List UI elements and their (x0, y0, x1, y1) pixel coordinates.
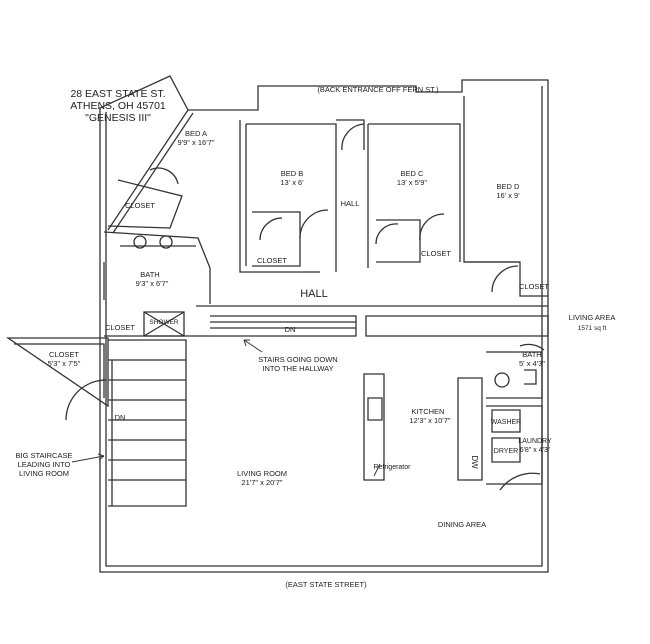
living-area-label: LIVING AREA (569, 313, 616, 322)
building-name: "GENESIS III" (85, 112, 151, 124)
address-line-1: 28 EAST STATE ST. (70, 88, 166, 100)
kitchen-name: KITCHEN (412, 407, 445, 416)
bed-a-name: BED A (185, 129, 207, 138)
closet-big-dims: 5'3" x 7'5" (48, 359, 81, 368)
refrigerator-arrow (373, 463, 381, 477)
bed-a-dims: 9'9" x 16'7" (178, 138, 215, 147)
refrigerator-label: Refrigerator (374, 464, 412, 471)
big-stairs-dn: DN (115, 413, 126, 422)
big-staircase (108, 339, 187, 507)
living-area-sqft: 1571 sq ft (578, 325, 607, 332)
bed-d-name: BED D (497, 182, 521, 191)
big-stair-1: BIG STAIRCASE (16, 451, 73, 460)
hall-main-label: HALL (300, 288, 328, 300)
laundry-dims: 6'8" x 4'3" (520, 447, 551, 454)
bath-small-name: BATH (522, 350, 541, 359)
big-stairs-arrow (71, 453, 105, 463)
bath-main-dims: 9'3" x 6'7" (136, 279, 169, 288)
bed-d-dims: 16' x 9' (496, 191, 520, 200)
bed-b-walls (246, 123, 337, 272)
bath-main-name: BATH (140, 270, 159, 279)
closet-bath-label: CLOSET (105, 323, 135, 332)
closet-d-label: CLOSET (519, 282, 549, 291)
dryer-label: DRYER (494, 448, 518, 455)
back-entrance-label: (BACK ENTRANCE OFF FERN ST.) (317, 85, 439, 94)
bath-main-walls (103, 231, 211, 304)
closet-a-walls (107, 179, 183, 229)
plan-header: 28 EAST STATE ST. ATHENS, OH 45701 "GENE… (58, 88, 178, 124)
bath-small-dims: 5' x 4'3" (519, 359, 545, 368)
bed-a-diag-wall (107, 109, 189, 231)
stairs-arrow (243, 339, 263, 353)
stairs-dn: DN (285, 325, 296, 334)
bed-c-dims: 13' x 5'9" (397, 178, 427, 187)
closet-c-label: CLOSET (421, 249, 451, 258)
dining-label: DINING AREA (438, 520, 486, 529)
washer-label: WASHER (491, 419, 521, 426)
shower-label: SHOWER (149, 319, 179, 326)
big-stair-2: LEADING INTO (18, 460, 71, 469)
closet-big-walls (5, 337, 109, 408)
living-name: LIVING ROOM (237, 469, 287, 478)
bed-c-walls (368, 123, 461, 262)
street-label: (EAST STATE STREET) (285, 580, 367, 589)
living-dims: 21'7" x 20'7" (241, 478, 282, 487)
hall-small-label: HALL (341, 199, 360, 208)
bed-b-name: BED B (281, 169, 304, 178)
bed-c-name: BED C (401, 169, 425, 178)
dw-label: DW (470, 455, 479, 469)
big-stair-3: LIVING ROOM (19, 469, 69, 478)
closet-b-label: CLOSET (257, 256, 287, 265)
address-line-2: ATHENS, OH 45701 (70, 100, 166, 112)
kitchen-counter-left (363, 373, 385, 481)
stairs-note-1: STAIRS GOING DOWN (258, 355, 337, 364)
outer-wall-inner-line (105, 86, 543, 567)
bed-b-dims: 13' x 6' (280, 178, 304, 187)
laundry-name: LAUNDRY (518, 438, 552, 445)
closet-a-label: CLOSET (125, 201, 155, 210)
stairs-note-2: INTO THE HALLWAY (262, 364, 333, 373)
kitchen-dims: 12'3" x 10'7" (409, 416, 450, 425)
closet-big-name: CLOSET (49, 350, 79, 359)
